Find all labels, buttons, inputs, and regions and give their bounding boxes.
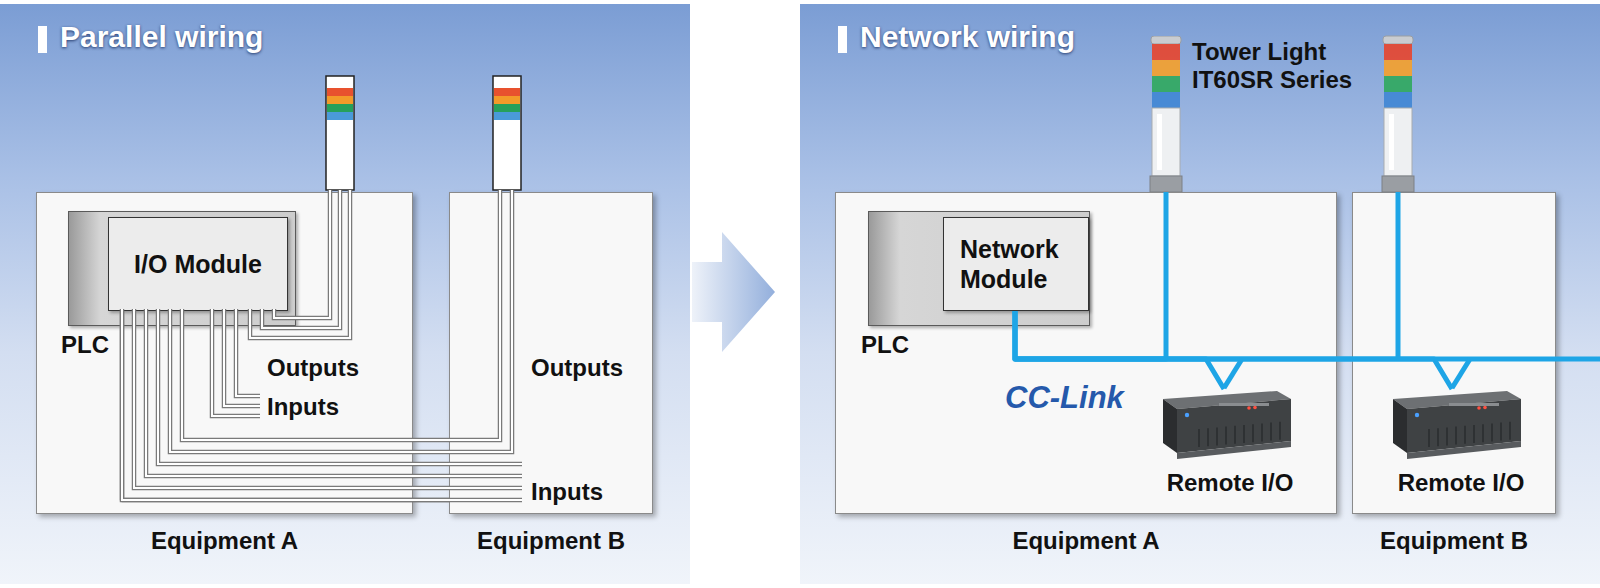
unit-ledge bbox=[1177, 441, 1291, 459]
unit-side bbox=[1393, 399, 1407, 453]
status-led bbox=[1483, 406, 1487, 410]
text-slot: Equipment B bbox=[450, 527, 652, 555]
remote-io-picture bbox=[1151, 389, 1301, 463]
node-label: Tower Light IT60SR Series bbox=[1192, 38, 1376, 93]
node-label: Remote I/O bbox=[1381, 469, 1541, 497]
terminal bbox=[1446, 427, 1448, 445]
text-slot: Remote I/O bbox=[1151, 469, 1309, 497]
remote-io-picture bbox=[1381, 389, 1533, 463]
equipment-box: Equipment B bbox=[449, 192, 653, 514]
terminal bbox=[1482, 424, 1484, 442]
terminal bbox=[1437, 428, 1439, 446]
network-logo: CC-Link bbox=[1005, 380, 1124, 416]
transition-arrow bbox=[692, 232, 775, 352]
panel-heading: Parallel wiring bbox=[60, 20, 263, 55]
signal-label: Inputs bbox=[531, 478, 603, 506]
terminal bbox=[1243, 425, 1245, 443]
status-led bbox=[1415, 413, 1419, 417]
terminal bbox=[1428, 429, 1430, 447]
signal-label: Inputs bbox=[267, 393, 339, 421]
text-slot: Network Module bbox=[944, 218, 1088, 310]
node-label: PLC bbox=[61, 331, 109, 359]
terminal bbox=[1198, 429, 1200, 447]
module-box: Network Module bbox=[943, 217, 1089, 311]
text-slot: PLC bbox=[861, 331, 909, 359]
tower-light-picture bbox=[1146, 36, 1186, 192]
terminal bbox=[1464, 426, 1466, 444]
text-slot: I/O Module bbox=[109, 218, 287, 310]
remote-io-unit: Remote I/O bbox=[1151, 389, 1309, 499]
text-slot: Tower Light IT60SR Series bbox=[1192, 38, 1376, 93]
tower-lamp bbox=[1152, 92, 1180, 108]
text-slot: Remote I/O bbox=[1381, 469, 1541, 497]
terminal bbox=[1279, 422, 1281, 440]
terminal bbox=[1225, 427, 1227, 445]
tower-light: Tower Light IT60SR Series bbox=[1146, 36, 1378, 192]
terminal bbox=[1509, 422, 1511, 440]
remote-io-unit: Remote I/O bbox=[1381, 389, 1541, 499]
terminal bbox=[1252, 424, 1254, 442]
equipment-box: Equipment APLCNetwork ModuleRemote I/O bbox=[835, 192, 1337, 514]
status-led bbox=[1185, 413, 1189, 417]
terminal bbox=[1473, 425, 1475, 443]
label-slot: Outputs bbox=[531, 354, 623, 382]
status-led bbox=[1253, 406, 1257, 410]
equipment-box: Equipment APLCI/O Module bbox=[36, 192, 413, 514]
panel-heading: Network wiring bbox=[860, 20, 1075, 55]
terminal bbox=[1500, 423, 1502, 441]
signal-label: Outputs bbox=[531, 354, 623, 382]
tower-body bbox=[1152, 108, 1180, 176]
label-slot: CC-Link bbox=[1005, 380, 1124, 416]
terminal bbox=[1491, 423, 1493, 441]
unit-ledge bbox=[1407, 441, 1521, 459]
remote-io-figure bbox=[1163, 391, 1291, 459]
node-label: PLC bbox=[861, 331, 909, 359]
tower-cap bbox=[1151, 36, 1181, 44]
label-slot: Inputs bbox=[531, 478, 603, 506]
equipment-label: Equipment A bbox=[836, 527, 1336, 555]
tower-lamp bbox=[1152, 44, 1180, 60]
text-slot: PLC bbox=[61, 331, 109, 359]
tower-lamp bbox=[1152, 76, 1180, 92]
node-label: Network Module bbox=[960, 234, 1074, 294]
terminal bbox=[1455, 427, 1457, 445]
tower-lamp bbox=[1152, 60, 1180, 76]
equipment-box: Equipment BRemote I/O bbox=[1352, 192, 1556, 514]
unit-strip bbox=[1219, 403, 1269, 406]
text-slot: Network wiring bbox=[860, 20, 1075, 55]
terminal bbox=[1261, 423, 1263, 441]
tower-light-figure bbox=[1150, 36, 1182, 192]
node-label: Remote I/O bbox=[1151, 469, 1309, 497]
status-led bbox=[1477, 406, 1481, 410]
status-led bbox=[1247, 406, 1251, 410]
terminal bbox=[1234, 426, 1236, 444]
node-label: I/O Module bbox=[134, 249, 262, 279]
plc-box: PLCI/O Module bbox=[68, 211, 296, 326]
equipment-label: Equipment B bbox=[1353, 527, 1555, 555]
unit-side bbox=[1163, 399, 1177, 453]
panel: Network wiringEquipment APLCNetwork Modu… bbox=[800, 4, 1600, 584]
text-slot: Parallel wiring bbox=[60, 20, 263, 55]
tower-highlight bbox=[1157, 114, 1162, 170]
unit-strip bbox=[1449, 403, 1499, 406]
text-slot: Equipment A bbox=[836, 527, 1336, 555]
terminal bbox=[1270, 423, 1272, 441]
remote-io-figure bbox=[1393, 391, 1521, 459]
label-slot: Outputs bbox=[267, 354, 359, 382]
signal-label: Outputs bbox=[267, 354, 359, 382]
equipment-label: Equipment B bbox=[450, 527, 652, 555]
terminal bbox=[1216, 427, 1218, 445]
text-slot: Equipment A bbox=[37, 527, 412, 555]
plc-box: PLCNetwork Module bbox=[868, 211, 1090, 326]
tower-base bbox=[1150, 176, 1182, 192]
terminal bbox=[1207, 428, 1209, 446]
label-slot: Inputs bbox=[267, 393, 339, 421]
module-box: I/O Module bbox=[108, 217, 288, 311]
equipment-label: Equipment A bbox=[37, 527, 412, 555]
text-slot: Equipment B bbox=[1353, 527, 1555, 555]
